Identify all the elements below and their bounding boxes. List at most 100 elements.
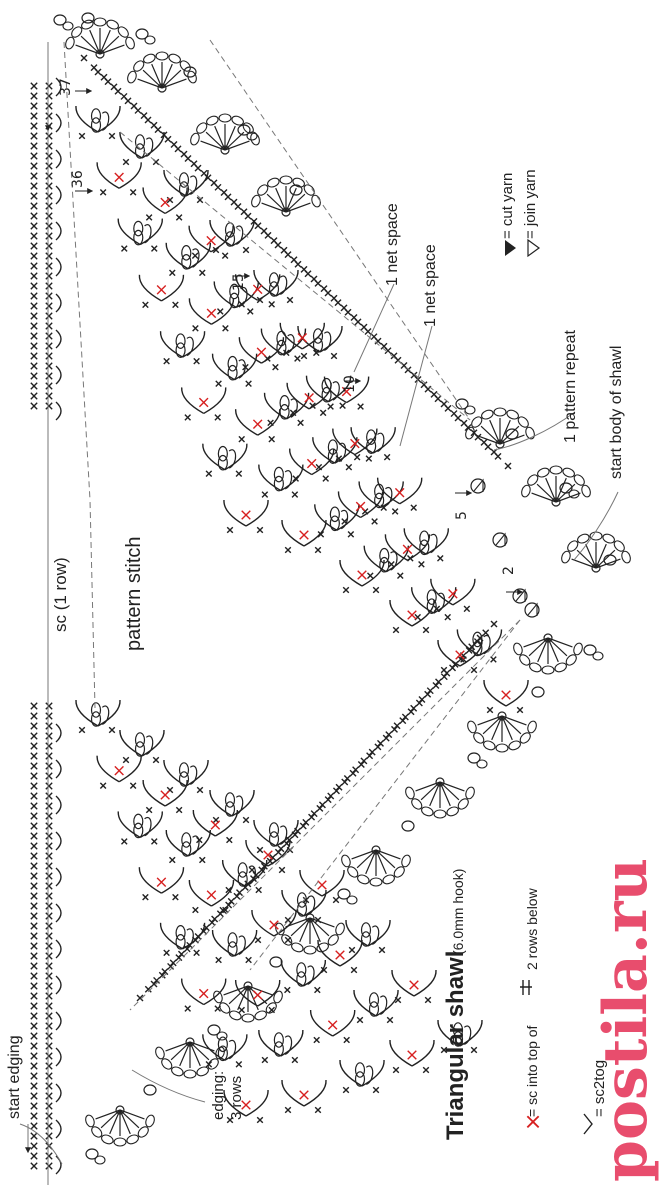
bracket-stitch-icon bbox=[238, 935, 246, 955]
mesh-loop bbox=[260, 328, 284, 356]
cluster-stitch bbox=[134, 732, 154, 757]
diagonal-sc-upper bbox=[380, 342, 388, 350]
title-sub: (6.0mm hook) bbox=[450, 869, 466, 955]
lower-fan-7 bbox=[85, 1105, 155, 1147]
bracket-stitch-icon bbox=[144, 816, 152, 837]
mesh-loop bbox=[303, 889, 327, 917]
mesh-loop bbox=[286, 382, 310, 410]
cross-stitch-icon bbox=[30, 1142, 38, 1150]
diagonal-sc-upper bbox=[290, 256, 298, 264]
fan-bead-icon bbox=[327, 934, 339, 946]
cross-stitch-icon bbox=[380, 504, 388, 512]
mesh-loop bbox=[280, 959, 304, 987]
fan-bead-icon bbox=[257, 184, 269, 196]
fan-center-icon bbox=[157, 83, 167, 93]
diagonal-sc-upper bbox=[260, 227, 268, 235]
cross-stitch-icon bbox=[45, 1132, 53, 1140]
fan-center-icon bbox=[495, 439, 505, 449]
fan-bead-icon bbox=[303, 184, 315, 196]
picot-icon bbox=[464, 405, 476, 415]
diagonal-sc-upper bbox=[494, 452, 502, 460]
diagonal-sc-lower bbox=[424, 690, 432, 698]
cross-stitch-icon bbox=[120, 245, 128, 252]
diagonal-sc-upper bbox=[450, 410, 458, 418]
fan-bead-icon bbox=[565, 654, 577, 666]
fan-bead-icon bbox=[573, 474, 585, 486]
cross-stitch-icon bbox=[45, 1042, 53, 1050]
diagonal-sc-upper bbox=[400, 362, 408, 370]
cross-stitch-icon bbox=[45, 262, 53, 270]
cross-stitch-icon bbox=[45, 852, 53, 860]
cross-stitch-icon bbox=[30, 1052, 38, 1060]
fan-bead-icon bbox=[303, 945, 317, 955]
fan-center-icon bbox=[305, 913, 315, 923]
picot-icon bbox=[505, 428, 519, 440]
fan-center-icon bbox=[435, 777, 445, 787]
cross-stitch-icon bbox=[292, 475, 300, 482]
cross-stitch-icon bbox=[212, 816, 220, 824]
red-x-icon bbox=[317, 880, 327, 890]
fan-bead-icon bbox=[549, 465, 563, 475]
diagonal-sc-lower bbox=[382, 734, 390, 742]
cross-stitch-icon bbox=[372, 1086, 380, 1094]
cross-stitch-icon bbox=[30, 112, 38, 120]
cross-stitch-icon bbox=[30, 862, 38, 870]
cross-stitch-icon bbox=[152, 756, 160, 764]
red-x-icon bbox=[252, 419, 263, 429]
cross-stitch-icon bbox=[422, 626, 430, 634]
red-x-icon bbox=[241, 1100, 251, 1110]
red-x-icon bbox=[297, 333, 308, 343]
cross-stitch-icon bbox=[196, 836, 203, 844]
red-x-icon bbox=[407, 1050, 417, 1060]
cross-stitch-icon bbox=[486, 706, 494, 714]
cross-stitch-icon bbox=[422, 1066, 430, 1074]
oval-stitch-icon bbox=[419, 530, 430, 547]
mesh-loop bbox=[223, 1089, 247, 1117]
red-x-icon: × bbox=[521, 1113, 546, 1131]
cross-stitch-icon bbox=[30, 842, 38, 850]
cross-stitch-icon bbox=[45, 972, 53, 980]
cross-stitch-icon bbox=[45, 322, 53, 330]
oval-stitch-icon bbox=[279, 395, 290, 411]
red-x-icon bbox=[156, 877, 167, 887]
oval-stitch-icon bbox=[90, 108, 102, 124]
diagonal-sc-upper bbox=[120, 92, 128, 100]
bracket-stitch-icon bbox=[145, 735, 154, 755]
cluster-stitch bbox=[217, 445, 237, 471]
cross-stitch-icon bbox=[30, 172, 38, 180]
oval-stitch-icon bbox=[379, 547, 390, 564]
bracket-stitch-icon bbox=[430, 533, 438, 554]
mesh-loop bbox=[363, 545, 387, 573]
fan-bead-icon bbox=[446, 806, 459, 817]
lower-fan-0 bbox=[513, 633, 583, 675]
left-sc-column-2 bbox=[45, 82, 53, 410]
lower-fan-3 bbox=[341, 845, 411, 887]
red-x-icon bbox=[341, 386, 352, 397]
mesh-loop bbox=[303, 1079, 327, 1107]
fan-bead-icon bbox=[473, 732, 485, 744]
mesh-loop bbox=[182, 331, 206, 358]
mesh-loop bbox=[433, 587, 457, 614]
cross-stitch-icon bbox=[357, 403, 364, 410]
mesh-loop bbox=[203, 387, 227, 415]
diagonal-sc-upper bbox=[294, 260, 302, 268]
cross-stitch-icon bbox=[424, 996, 432, 1004]
picot-icon bbox=[401, 820, 415, 832]
cross-stitch-icon bbox=[30, 212, 38, 220]
cluster-stitch bbox=[273, 1032, 293, 1057]
left-sc-column-4 bbox=[45, 702, 53, 1170]
cross-stitch-icon bbox=[242, 246, 250, 254]
diagonal-sc-upper bbox=[190, 160, 198, 168]
top-chain-loop bbox=[55, 867, 62, 887]
cluster-stitch bbox=[419, 530, 438, 556]
cross-stitch-icon bbox=[45, 102, 53, 110]
cross-stitch-icon bbox=[99, 782, 107, 790]
mesh-loop bbox=[332, 1009, 356, 1037]
mesh-loop bbox=[75, 105, 99, 133]
fan-bead-icon bbox=[465, 426, 475, 440]
cross-stitch-icon bbox=[30, 292, 38, 300]
cross-stitch-icon bbox=[30, 332, 38, 340]
fan-bead-icon bbox=[93, 17, 107, 27]
fan-bead-icon bbox=[554, 662, 567, 673]
diagonal-sc-upper bbox=[404, 366, 412, 374]
